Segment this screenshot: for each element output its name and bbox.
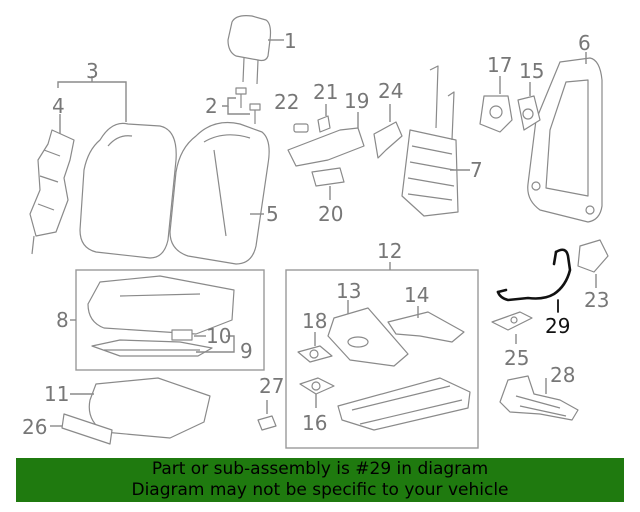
part-21-clip xyxy=(317,104,331,133)
part-5-seatback-pad xyxy=(169,121,270,265)
part-3-seatback-cover xyxy=(57,76,177,259)
callout-14: 14 xyxy=(404,283,429,307)
callout-17: 17 xyxy=(487,53,512,77)
callout-24: 24 xyxy=(378,79,403,103)
seat-parts-diagram: 1 2 3 4 5 6 xyxy=(22,15,609,449)
callout-10: 10 xyxy=(206,324,231,348)
callout-27: 27 xyxy=(259,374,284,398)
part-29-wire-harness xyxy=(496,248,572,313)
callout-18: 18 xyxy=(302,309,327,333)
part-20-bracket xyxy=(311,167,345,200)
callout-7: 7 xyxy=(470,158,483,182)
part-4-trim-strip xyxy=(29,114,75,255)
callout-11: 11 xyxy=(44,382,69,406)
callout-5: 5 xyxy=(266,202,279,226)
callout-21: 21 xyxy=(313,80,338,104)
callout-6: 6 xyxy=(578,31,591,55)
callout-29: 29 xyxy=(545,314,570,338)
callout-13: 13 xyxy=(336,279,361,303)
part-8-cushion-pad xyxy=(70,275,235,335)
callout-9: 9 xyxy=(240,339,253,363)
part-13-cover xyxy=(327,300,409,367)
part-9-heater xyxy=(91,335,235,357)
callout-28: 28 xyxy=(550,363,575,387)
part-22-clip xyxy=(293,123,309,133)
callout-2: 2 xyxy=(205,94,218,118)
callout-23: 23 xyxy=(584,288,609,312)
part-14-lever xyxy=(387,306,465,343)
callout-15: 15 xyxy=(519,59,544,83)
callout-16: 16 xyxy=(302,411,327,435)
callout-26: 26 xyxy=(22,415,47,439)
part-23-cover xyxy=(577,239,609,288)
callout-12: 12 xyxy=(377,239,402,263)
callout-22: 22 xyxy=(274,90,299,114)
callout-3: 3 xyxy=(86,59,99,83)
callout-8: 8 xyxy=(56,308,69,332)
part-26-trim xyxy=(50,413,113,445)
info-banner: Part or sub-assembly is #29 in diagram D… xyxy=(16,458,624,502)
part-25-bracket xyxy=(491,311,533,344)
part-11-cushion-cover xyxy=(70,377,211,439)
banner-line-2: Diagram may not be specific to your vehi… xyxy=(131,480,509,500)
callout-25: 25 xyxy=(504,346,529,370)
callout-19: 19 xyxy=(344,89,369,113)
part-19-bracket xyxy=(287,112,365,167)
seat-track-assembly xyxy=(337,377,471,431)
part-18-knob xyxy=(297,332,333,363)
part-17-recliner xyxy=(479,76,513,133)
banner-line-1: Part or sub-assembly is #29 in diagram xyxy=(151,459,489,479)
part-6-seatback-frame xyxy=(527,52,603,223)
part-1-headrest xyxy=(227,15,284,85)
part-7-lumbar-support xyxy=(401,65,470,217)
part-16-knob xyxy=(299,377,335,408)
part-27-clip xyxy=(257,400,277,431)
part-28-harness xyxy=(499,375,579,421)
callout-1: 1 xyxy=(284,29,297,53)
part-2-headrest-guides xyxy=(222,87,261,124)
callout-20: 20 xyxy=(318,202,343,226)
part-24-bracket xyxy=(373,104,403,159)
box-adjuster-group xyxy=(285,269,479,449)
callout-4: 4 xyxy=(52,94,65,118)
part-15-cover xyxy=(517,82,541,131)
part-10-sensor xyxy=(171,329,206,341)
